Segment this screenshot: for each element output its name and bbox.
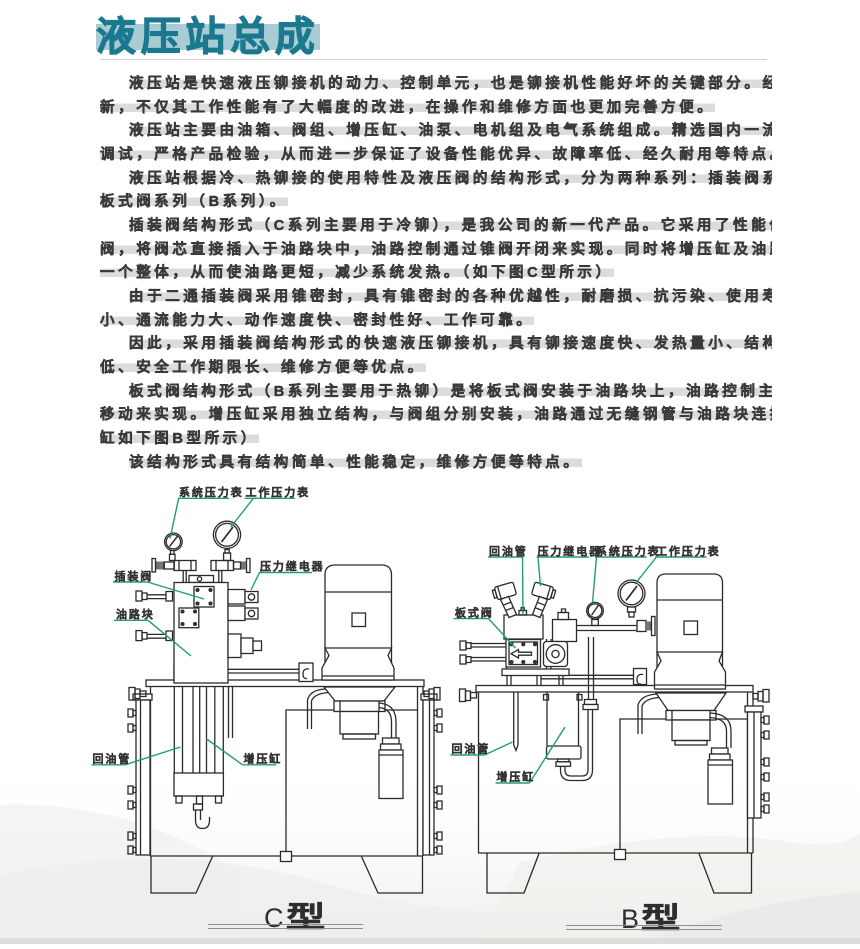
svg-text:回油管: 回油管 xyxy=(452,742,491,756)
svg-text:增压缸: 增压缸 xyxy=(244,752,283,766)
svg-text:油路块: 油路块 xyxy=(116,607,155,621)
svg-text:系统压力表: 系统压力表 xyxy=(596,544,661,558)
svg-text:回油管: 回油管 xyxy=(93,752,132,766)
svg-text:工作压力表: 工作压力表 xyxy=(246,485,311,499)
svg-text:压力继电器: 压力继电器 xyxy=(538,544,603,558)
svg-text:压力继电器: 压力继电器 xyxy=(260,559,325,573)
svg-text:插装阀: 插装阀 xyxy=(115,569,154,583)
svg-text:回油管: 回油管 xyxy=(489,544,528,558)
svg-text:工作压力表: 工作压力表 xyxy=(656,544,721,558)
svg-text:系统压力表: 系统压力表 xyxy=(179,485,244,499)
svg-text:板式阀: 板式阀 xyxy=(455,606,494,620)
svg-text:增压缸: 增压缸 xyxy=(497,770,536,784)
